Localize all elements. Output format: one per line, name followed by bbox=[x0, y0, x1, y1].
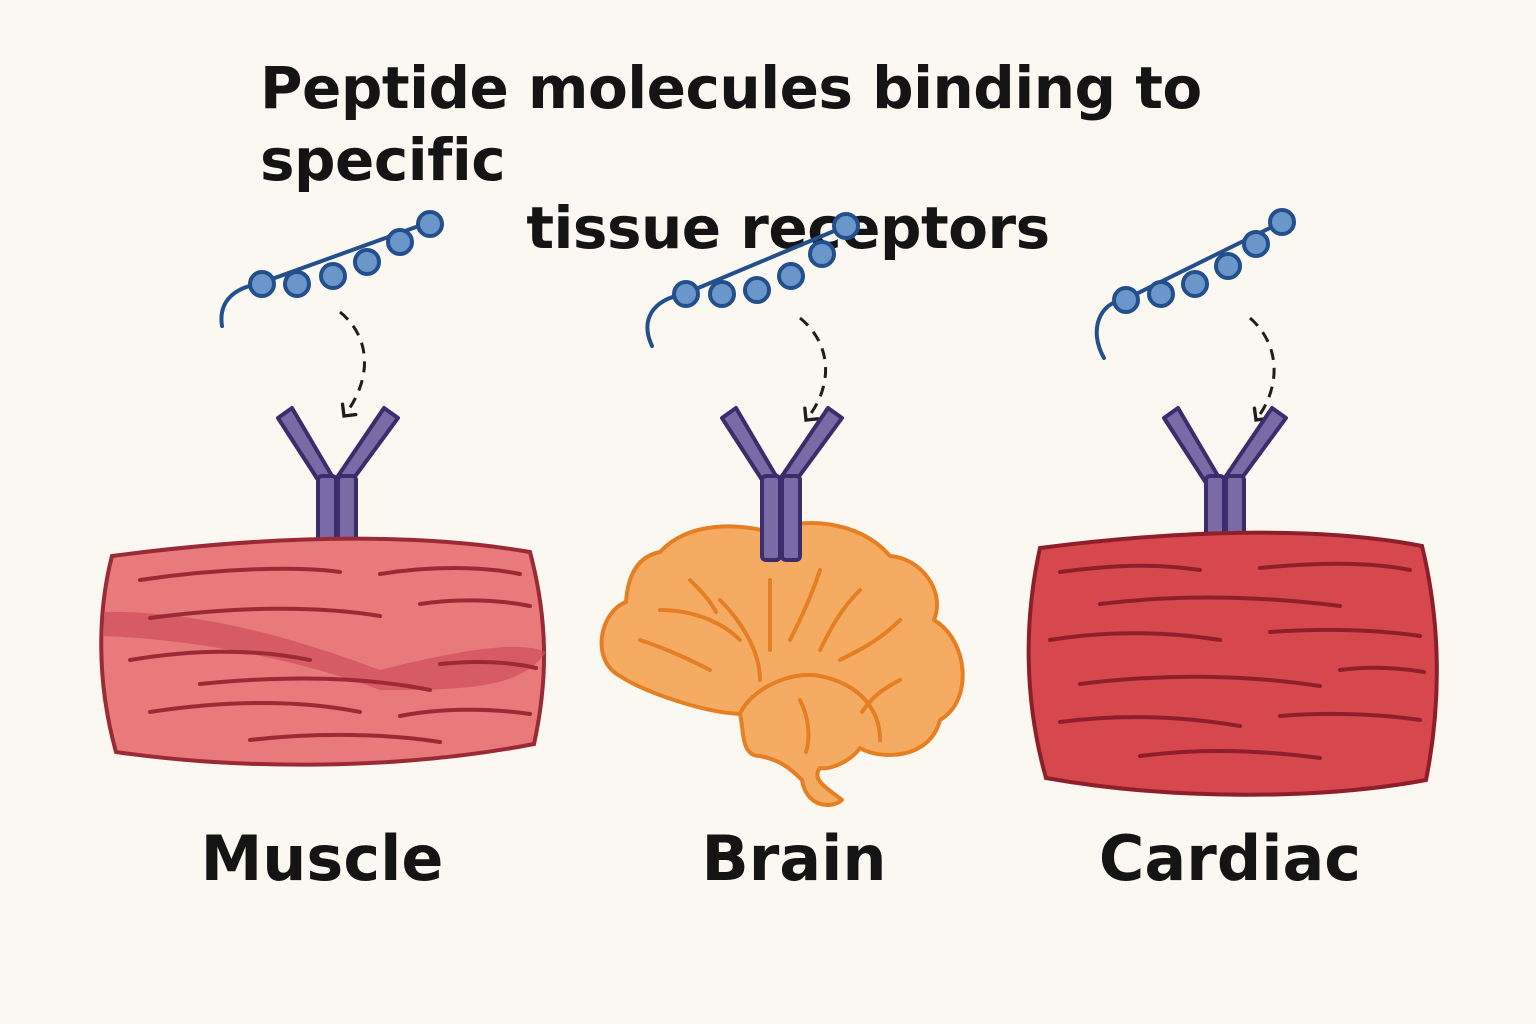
tissue-label-cardiac: Cardiac bbox=[1099, 822, 1361, 895]
binding-arrow-2 bbox=[799, 316, 827, 422]
receptor-icon-2 bbox=[720, 406, 844, 562]
tissue-label-brain: Brain bbox=[701, 822, 886, 895]
brain-icon bbox=[599, 521, 965, 808]
cardiac-tissue-icon bbox=[1026, 530, 1439, 797]
peptide-chain-2 bbox=[645, 212, 860, 348]
binding-arrow-3 bbox=[1249, 316, 1276, 422]
title-line-1: Peptide molecules binding to specific bbox=[260, 54, 1202, 194]
tissue-label-muscle: Muscle bbox=[201, 822, 444, 895]
diagram-title: Peptide molecules binding to specific ti… bbox=[0, 52, 1536, 264]
binding-arrow-1 bbox=[339, 310, 366, 418]
peptide-chain-1 bbox=[219, 210, 444, 328]
muscle-tissue-icon bbox=[99, 536, 546, 767]
peptide-chain-3 bbox=[1094, 208, 1296, 360]
